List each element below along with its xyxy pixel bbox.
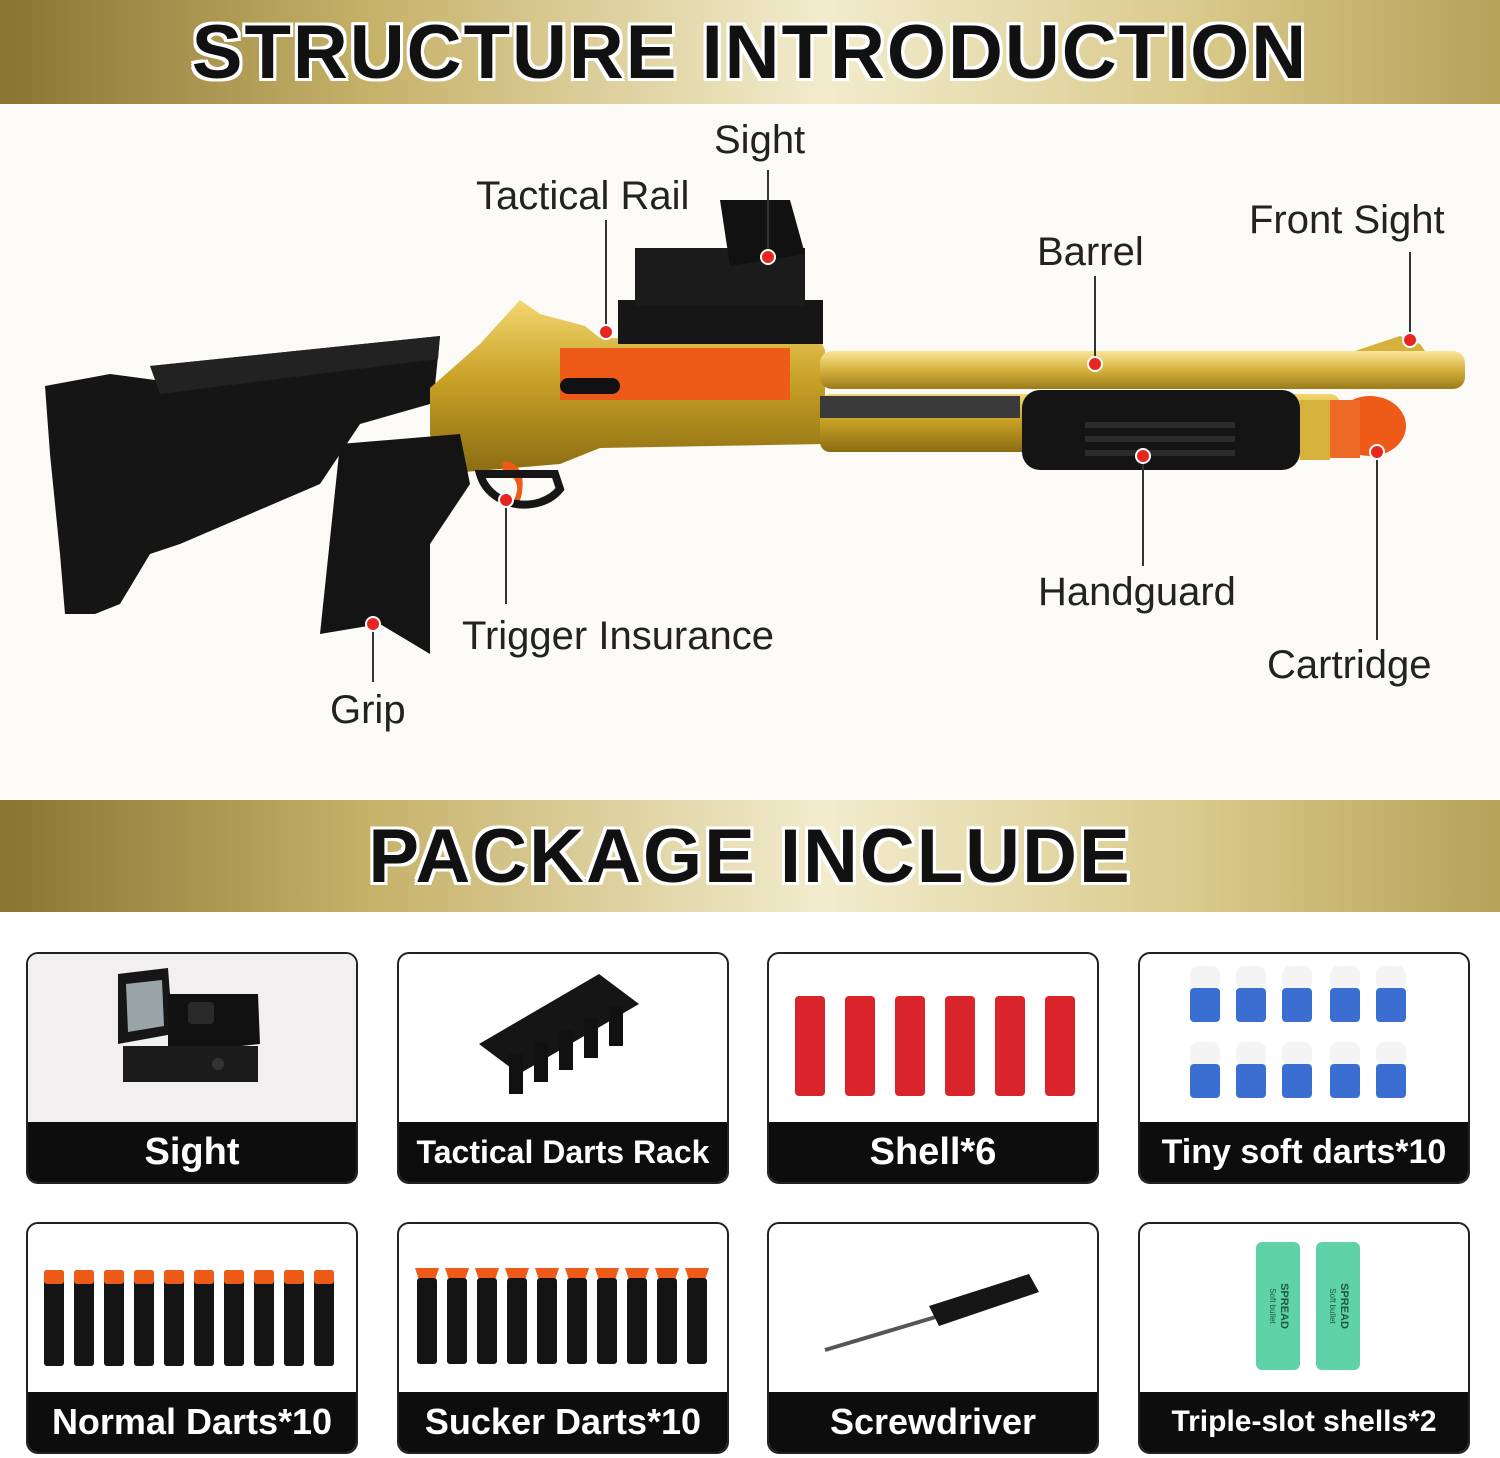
marker-tactical-rail	[598, 324, 614, 340]
package-item-label: Screwdriver	[769, 1392, 1097, 1452]
sight-icon	[118, 968, 260, 1082]
package-item-triple-slot-shells: SPREAD Soft bullet SPREAD Soft bullet Tr…	[1138, 1222, 1470, 1454]
label-grip: Grip	[330, 688, 406, 732]
marker-trigger	[498, 492, 514, 508]
package-item-label: Sucker Darts*10	[399, 1392, 727, 1452]
package-item-label: Sight	[28, 1122, 356, 1182]
package-item-label: Normal Darts*10	[28, 1392, 356, 1452]
screwdriver-icon	[824, 1274, 1039, 1352]
stock-shape	[45, 336, 440, 614]
marker-grip	[365, 616, 381, 632]
package-item-tiny-darts: Tiny soft darts*10	[1138, 952, 1470, 1184]
label-tactical-rail: Tactical Rail	[476, 174, 690, 218]
rail-icon	[479, 974, 639, 1094]
marker-cartridge	[1369, 444, 1385, 460]
package-item-shells: Shell*6	[767, 952, 1099, 1184]
structure-title: STRUCTURE INTRODUCTION	[191, 9, 1309, 95]
label-front-sight: Front Sight	[1249, 198, 1445, 242]
label-sight: Sight	[714, 118, 806, 162]
package-item-tactical-darts-rack: Tactical Darts Rack	[397, 952, 729, 1184]
rail-shape	[618, 300, 823, 344]
package-item-label: Shell*6	[769, 1122, 1097, 1182]
shell-brand: SPREAD	[1338, 1283, 1350, 1329]
blaster-illustration	[45, 170, 1465, 682]
structure-diagram: Sight Tactical Rail Barrel Front Sight H…	[0, 104, 1500, 800]
package-title: PACKAGE INCLUDE	[368, 813, 1132, 899]
teal-shell-icon: SPREAD Soft bullet	[1256, 1242, 1300, 1370]
package-item-sight: Sight	[26, 952, 358, 1184]
teal-shell-icon: SPREAD Soft bullet	[1316, 1242, 1360, 1370]
marker-barrel	[1087, 356, 1103, 372]
marker-handguard	[1135, 448, 1151, 464]
shell-subtext: Soft bullet	[1268, 1288, 1277, 1324]
barrel-shape	[820, 351, 1465, 389]
handguard-shape	[1022, 390, 1300, 470]
package-item-sucker-darts: Sucker Darts*10	[397, 1222, 729, 1454]
package-item-normal-darts: Normal Darts*10	[26, 1222, 358, 1454]
package-banner: PACKAGE INCLUDE	[0, 800, 1500, 912]
label-trigger-insurance: Trigger Insurance	[462, 614, 774, 658]
label-handguard: Handguard	[1038, 570, 1236, 614]
normal-dart-icon	[44, 1270, 334, 1366]
sucker-dart-icon	[415, 1268, 709, 1364]
shell-icon	[795, 996, 1075, 1096]
shell-subtext: Soft bullet	[1328, 1288, 1337, 1324]
package-item-label: Tactical Darts Rack	[399, 1122, 727, 1182]
marker-front-sight	[1402, 332, 1418, 348]
grip-shape	[320, 434, 470, 654]
structure-banner: STRUCTURE INTRODUCTION	[0, 0, 1500, 104]
shell-brand: SPREAD	[1278, 1283, 1290, 1329]
package-item-label: Triple-slot shells*2	[1140, 1392, 1468, 1452]
tiny-dart-icon	[1190, 966, 1406, 1098]
marker-sight	[760, 249, 776, 265]
package-item-screwdriver: Screwdriver	[767, 1222, 1099, 1454]
label-cartridge: Cartridge	[1267, 643, 1432, 687]
label-barrel: Barrel	[1037, 230, 1144, 274]
package-item-label: Tiny soft darts*10	[1140, 1122, 1468, 1182]
